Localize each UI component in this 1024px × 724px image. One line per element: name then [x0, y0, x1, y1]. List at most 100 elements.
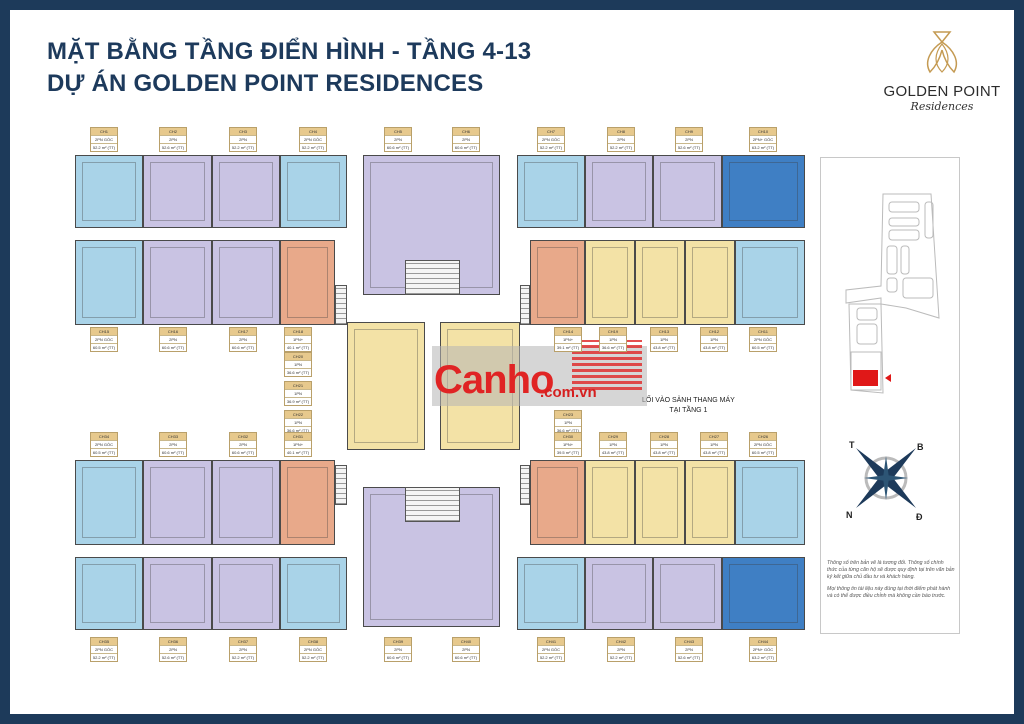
apartment-unit[interactable]	[530, 240, 585, 325]
unit-code: CH12	[701, 328, 727, 335]
unit-code: CH28	[651, 433, 677, 440]
apartment-unit[interactable]	[722, 155, 805, 228]
unit-type: 1PN	[555, 418, 581, 426]
unit-type: 1PN	[651, 440, 677, 448]
unit-type: 2PN	[160, 645, 186, 653]
unit-type: 1PN	[701, 335, 727, 343]
apartment-unit[interactable]	[585, 557, 653, 630]
unit-area: 52.2 m² (TT)	[91, 653, 117, 660]
apartment-unit[interactable]	[530, 460, 585, 545]
unit-type: 1PN	[285, 418, 311, 426]
apartment-unit[interactable]	[517, 557, 585, 630]
apartment-unit[interactable]	[653, 155, 722, 228]
project-title: DỰ ÁN GOLDEN POINT RESIDENCES	[47, 70, 484, 97]
compass-north-label: T	[849, 440, 855, 450]
unit-code: CH34	[91, 433, 117, 440]
unit-area: 36.6 m² (TT)	[285, 368, 311, 375]
unit-code: CH40	[453, 638, 479, 645]
apartment-unit[interactable]	[75, 240, 143, 325]
unit-area: 52.6 m² (TT)	[160, 143, 186, 150]
apartment-unit[interactable]	[635, 240, 685, 325]
unit-type: 2PN	[160, 135, 186, 143]
apartment-unit[interactable]	[685, 240, 735, 325]
unit-type: 2PN	[453, 135, 479, 143]
site-map: T B Đ N	[820, 157, 960, 634]
unit-area: 40.1 m² (TT)	[285, 448, 311, 455]
apartment-unit[interactable]	[517, 155, 585, 228]
apartment-unit[interactable]	[212, 460, 280, 545]
apartment-unit[interactable]	[280, 557, 347, 630]
apartment-unit[interactable]	[143, 557, 212, 630]
unit-area: 36.6 m² (TT)	[285, 426, 311, 433]
unit-type: 2PN	[676, 135, 702, 143]
entrance-note: LỐI VÀO SẢNH THANG MÁY TẠI TẦNG 1	[642, 396, 735, 416]
unit-area: 39.5 m² (TT)	[555, 448, 581, 455]
unit-type: 2PN GÓC	[538, 135, 564, 143]
unit-type: 2PN	[230, 440, 256, 448]
apartment-unit[interactable]	[280, 155, 347, 228]
unit-type: 2PN GÓC	[91, 440, 117, 448]
entrance-line1: LỐI VÀO SẢNH THANG MÁY	[642, 397, 735, 404]
stair-core	[405, 487, 460, 522]
unit-code: CH4	[300, 128, 326, 135]
apartment-unit[interactable]	[143, 460, 212, 545]
unit-code: CH21	[285, 382, 311, 389]
watermark-brand: Canho	[434, 358, 554, 402]
unit-code: CH41	[538, 638, 564, 645]
apartment-unit[interactable]	[75, 460, 143, 545]
unit-code: CH18	[285, 328, 311, 335]
unit-area: 60.6 m² (TT)	[453, 653, 479, 660]
apartment-unit[interactable]	[635, 460, 685, 545]
compass-east-label: B	[917, 442, 924, 452]
apartment-unit[interactable]	[75, 155, 143, 228]
apartment-unit[interactable]	[585, 240, 635, 325]
unit-code: CH20	[285, 353, 311, 360]
unit-code: CH13	[651, 328, 677, 335]
unit-type: 1PN	[701, 440, 727, 448]
unit-code: CH11	[750, 328, 776, 335]
unit-area: 52.2 m² (TT)	[300, 143, 326, 150]
apartment-unit[interactable]	[280, 460, 335, 545]
unit-area: 43.8 m² (TT)	[600, 448, 626, 455]
apartment-unit[interactable]	[685, 460, 735, 545]
unit-code: CH42	[608, 638, 634, 645]
unit-code: CH16	[160, 328, 186, 335]
apartment-unit[interactable]	[280, 240, 335, 325]
unit-area: 60.5 m² (TT)	[750, 448, 776, 455]
apartment-unit[interactable]	[735, 240, 805, 325]
apartment-unit[interactable]	[212, 155, 280, 228]
apartment-unit[interactable]	[143, 240, 212, 325]
logo-emblem-icon	[926, 31, 958, 74]
unit-code: CH35	[91, 638, 117, 645]
apartment-unit[interactable]	[585, 155, 653, 228]
unit-type: 2PN GÓC	[91, 135, 117, 143]
apartment-unit[interactable]	[735, 460, 805, 545]
apartment-unit[interactable]	[143, 155, 212, 228]
apartment-unit[interactable]	[653, 557, 722, 630]
unit-area: 52.2 m² (TT)	[300, 653, 326, 660]
unit-area: 52.2 m² (TT)	[91, 143, 117, 150]
unit-area: 36.6 m² (TT)	[555, 426, 581, 433]
apartment-unit[interactable]	[75, 557, 143, 630]
unit-area: 63.2 m² (TT)	[750, 143, 776, 150]
apartment-unit[interactable]	[212, 240, 280, 325]
apartment-unit[interactable]	[722, 557, 805, 630]
apartment-unit[interactable]	[585, 460, 635, 545]
apartment-unit[interactable]	[347, 322, 425, 450]
unit-type: 2PN	[230, 335, 256, 343]
unit-code: CH7	[538, 128, 564, 135]
apartment-unit[interactable]	[212, 557, 280, 630]
floor-plan-sheet: MẶT BẰNG TẦNG ĐIỂN HÌNH - TẦNG 4-13 DỰ Á…	[10, 10, 1014, 714]
unit-type: 2PN	[385, 645, 411, 653]
unit-area: 60.6 m² (TT)	[230, 343, 256, 350]
